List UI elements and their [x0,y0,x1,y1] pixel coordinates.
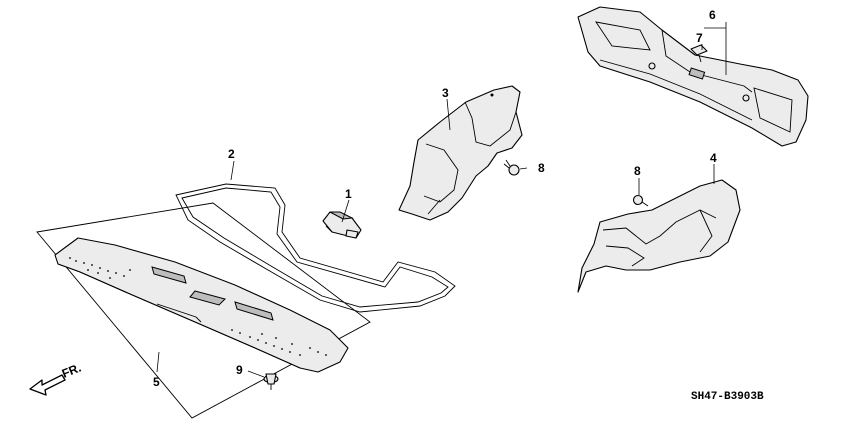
callout-5: 5 [153,375,160,389]
callout-2: 2 [228,147,235,161]
callout-6: 6 [709,8,716,22]
rear-panel-part-6 [577,6,809,147]
side-trim-part-4 [577,179,741,293]
clip-part-9 [263,373,279,390]
callout-8-upper: 8 [538,161,545,175]
callout-8-lower: 8 [634,164,641,178]
front-arrow-icon [29,374,66,396]
assembly-outline-box [36,202,371,419]
clip-part-8-lower [632,194,649,207]
callout-1: 1 [345,187,352,201]
callout-9: 9 [236,363,243,377]
callout-4: 4 [710,151,717,165]
clip-part-7 [690,44,708,63]
callout-7: 7 [696,31,703,45]
drawing-code: SH47-B3903B [691,391,764,403]
front-label: FR. [60,361,83,381]
tray-texture [69,257,327,356]
clip-part-8-upper [503,159,520,176]
bracket-part-1 [322,211,362,239]
weatherstrip-part-2 [175,183,456,313]
rear-tray-part-5 [36,202,371,419]
leader-lines [156,22,727,378]
side-trim-part-3 [398,85,523,221]
callout-3: 3 [442,86,449,100]
